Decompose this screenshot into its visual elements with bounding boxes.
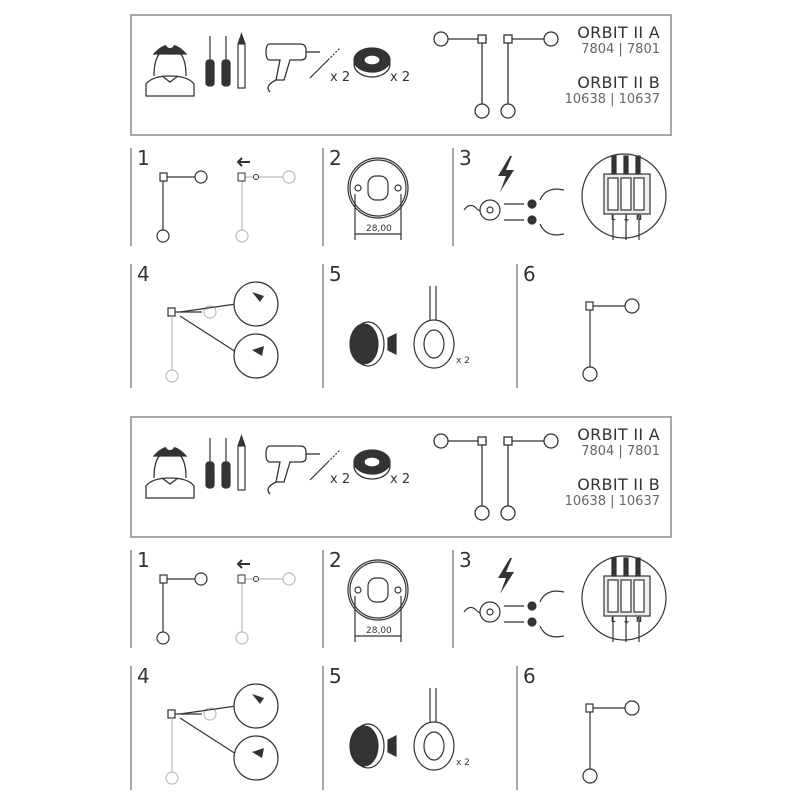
product-b-label: ORBIT II B 10638 | 10637 [564, 475, 660, 510]
step-1: 1 [130, 548, 318, 648]
cover-quantity: x 2 [456, 356, 470, 366]
cover-quantity: x 2 [456, 758, 470, 768]
product-a-codes: 7804 | 7801 [581, 42, 660, 57]
anchor-quantity: x 2 [390, 70, 411, 85]
screw-quantity: x 2 [330, 472, 351, 487]
step-6-illustration [582, 298, 640, 382]
step-number: 6 [523, 664, 536, 688]
step-number: 6 [523, 262, 536, 286]
mounting-dimension: 28,00 [366, 626, 392, 636]
step-4-illustration [165, 683, 279, 785]
step-3: 3 [452, 146, 674, 246]
product-b-name: ORBIT II B [577, 73, 660, 92]
installer-icon [145, 441, 195, 499]
step-2: 2 28,00 [322, 548, 448, 648]
terminal-label-live: L [611, 214, 616, 222]
step-5-illustration [349, 688, 455, 771]
step-number: 5 [329, 664, 342, 688]
step-number: 4 [137, 262, 150, 286]
header-illustrations [145, 433, 559, 521]
terminal-label-earth: ⏚ [623, 215, 630, 223]
product-a-codes: 7804 | 7801 [581, 444, 660, 459]
step-number: 4 [137, 664, 150, 688]
terminal-label-neutral: N [636, 214, 642, 222]
step-5: 5 x 2 [322, 664, 512, 790]
step-2-illustration [347, 559, 409, 642]
step-2: 2 28,00 [322, 146, 448, 246]
anchor-icon [353, 449, 391, 480]
lamp-b-icon [500, 433, 559, 521]
instruction-sheet-1: x 2 x 2 ORBIT II A 7804 | 7801 ORBIT II … [130, 14, 674, 388]
electric-hazard-icon [498, 558, 514, 594]
step-6-illustration [582, 700, 640, 784]
terminal-label-live: L [611, 616, 616, 624]
step-5: 5 x 2 [322, 262, 512, 388]
step-3: 3 [452, 548, 674, 648]
step-number: 2 [329, 548, 342, 572]
pencil-icon [237, 434, 246, 491]
pencil-icon [237, 32, 246, 89]
step-3-illustration [463, 555, 667, 642]
header-illustrations [145, 31, 559, 119]
step-number: 1 [137, 146, 150, 170]
product-a-name: ORBIT II A [577, 23, 660, 42]
step-number: 3 [459, 548, 472, 572]
step-3-illustration [463, 153, 667, 240]
drill-icon [265, 43, 320, 93]
product-b-name: ORBIT II B [577, 475, 660, 494]
step-number: 5 [329, 262, 342, 286]
step-6: 6 [516, 664, 674, 790]
step-1-illustration [156, 157, 296, 243]
mounting-dimension: 28,00 [366, 224, 392, 234]
header-frame: x 2 x 2 ORBIT II A 7804 | 7801 ORBIT II … [130, 14, 672, 136]
screw-icon [309, 47, 341, 79]
step-1-illustration [156, 559, 296, 645]
anchor-icon [353, 47, 391, 78]
screwdriver-icon [205, 36, 231, 87]
installer-icon [145, 39, 195, 97]
step-5-illustration [349, 286, 455, 369]
product-a-label: ORBIT II A 7804 | 7801 [577, 23, 660, 58]
screw-quantity: x 2 [330, 70, 351, 85]
product-b-label: ORBIT II B 10638 | 10637 [564, 73, 660, 108]
step-number: 1 [137, 548, 150, 572]
terminal-label-earth: ⏚ [623, 617, 630, 625]
anchor-quantity: x 2 [390, 472, 411, 487]
product-b-codes: 10638 | 10637 [564, 92, 660, 107]
screwdriver-icon [205, 438, 231, 489]
product-a-name: ORBIT II A [577, 425, 660, 444]
terminal-label-neutral: N [636, 616, 642, 624]
instruction-sheet-2: x 2 x 2 ORBIT II A 7804 | 7801 ORBIT II … [0, 402, 804, 804]
drill-icon [265, 445, 320, 495]
lamp-b-icon [500, 31, 559, 119]
step-4: 4 [130, 262, 318, 388]
screw-icon [309, 449, 341, 481]
product-a-label: ORBIT II A 7804 | 7801 [577, 425, 660, 460]
step-2-illustration [347, 157, 409, 240]
step-6: 6 [516, 262, 674, 388]
header-frame: x 2 x 2 ORBIT II A 7804 | 7801 ORBIT II … [130, 416, 672, 538]
product-b-codes: 10638 | 10637 [564, 494, 660, 509]
step-number: 3 [459, 146, 472, 170]
electric-hazard-icon [498, 156, 514, 192]
step-4: 4 [130, 664, 318, 790]
step-4-illustration [165, 281, 279, 383]
lamp-a-icon [433, 31, 490, 119]
step-1: 1 [130, 146, 318, 246]
step-number: 2 [329, 146, 342, 170]
lamp-a-icon [433, 433, 490, 521]
